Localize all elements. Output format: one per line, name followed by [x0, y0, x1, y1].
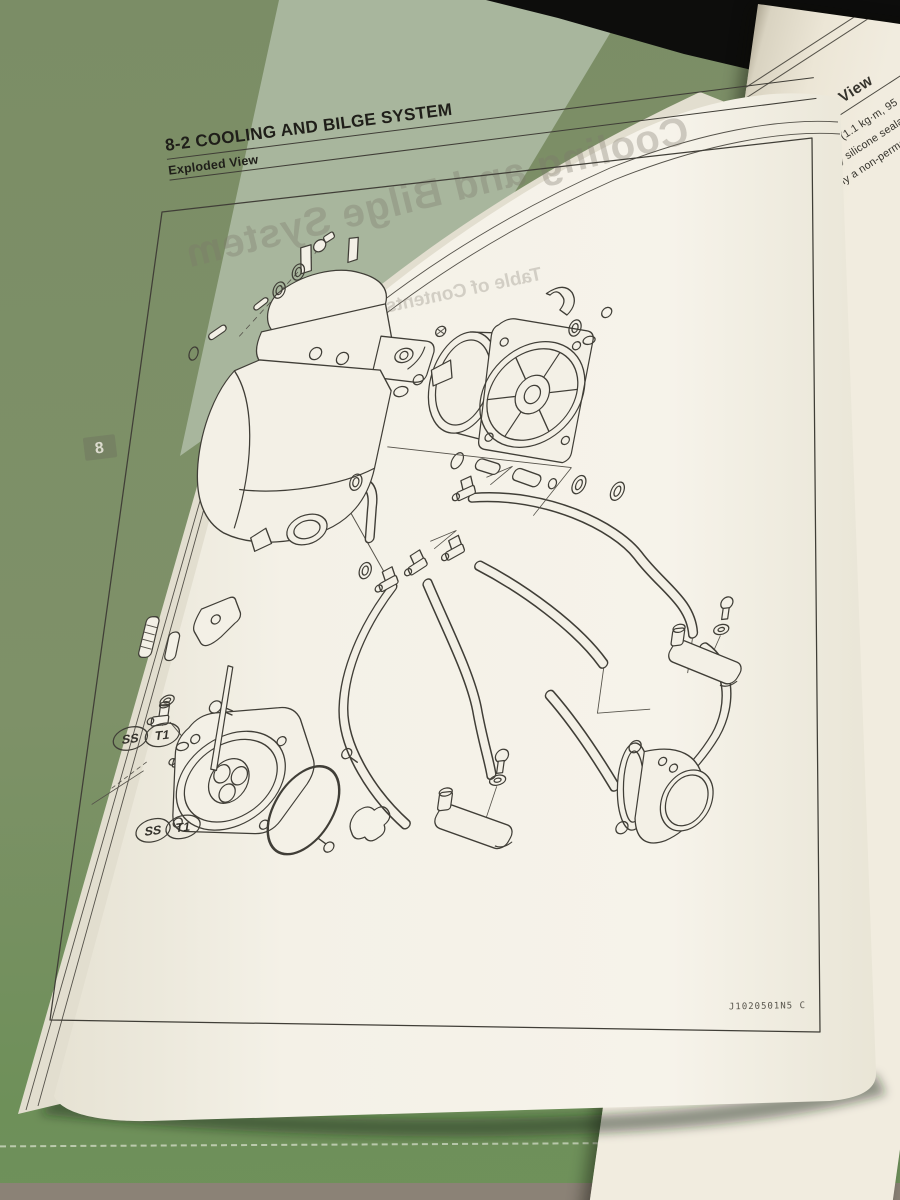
clamp-and-tube-row	[349, 452, 626, 580]
exploded-view-drawing: SS T1 SS T1	[91, 231, 742, 856]
diagram-frame	[49, 137, 821, 1033]
ghost-section-tab: 8	[83, 434, 118, 461]
fitting-chain-top-left	[253, 231, 336, 311]
engine-block-assembly	[188, 236, 447, 552]
page-shadow	[40, 1074, 886, 1137]
jet-pump-assembly	[387, 318, 594, 516]
bypass-fitting-parts	[545, 286, 613, 346]
torque-sealant-labels: SS T1 SS T1	[112, 722, 201, 843]
label-ss-2: SS	[144, 823, 163, 839]
bilge-strainer-bracket-bottom	[434, 748, 513, 850]
drain-fitting-cluster	[138, 596, 242, 772]
bilge-strainer-bracket-right	[668, 596, 742, 687]
label-ss-1: SS	[121, 731, 140, 747]
hose-arrows	[430, 465, 513, 550]
water-pump-cover	[172, 706, 391, 856]
ghost-tab-number: 8	[94, 440, 105, 458]
outlet-nozzle	[615, 739, 714, 844]
label-t1-1: T1	[154, 728, 171, 744]
label-t1-2: T1	[175, 820, 192, 836]
figure-code: J1020501N5 C	[729, 1001, 806, 1012]
hoses	[338, 478, 732, 830]
